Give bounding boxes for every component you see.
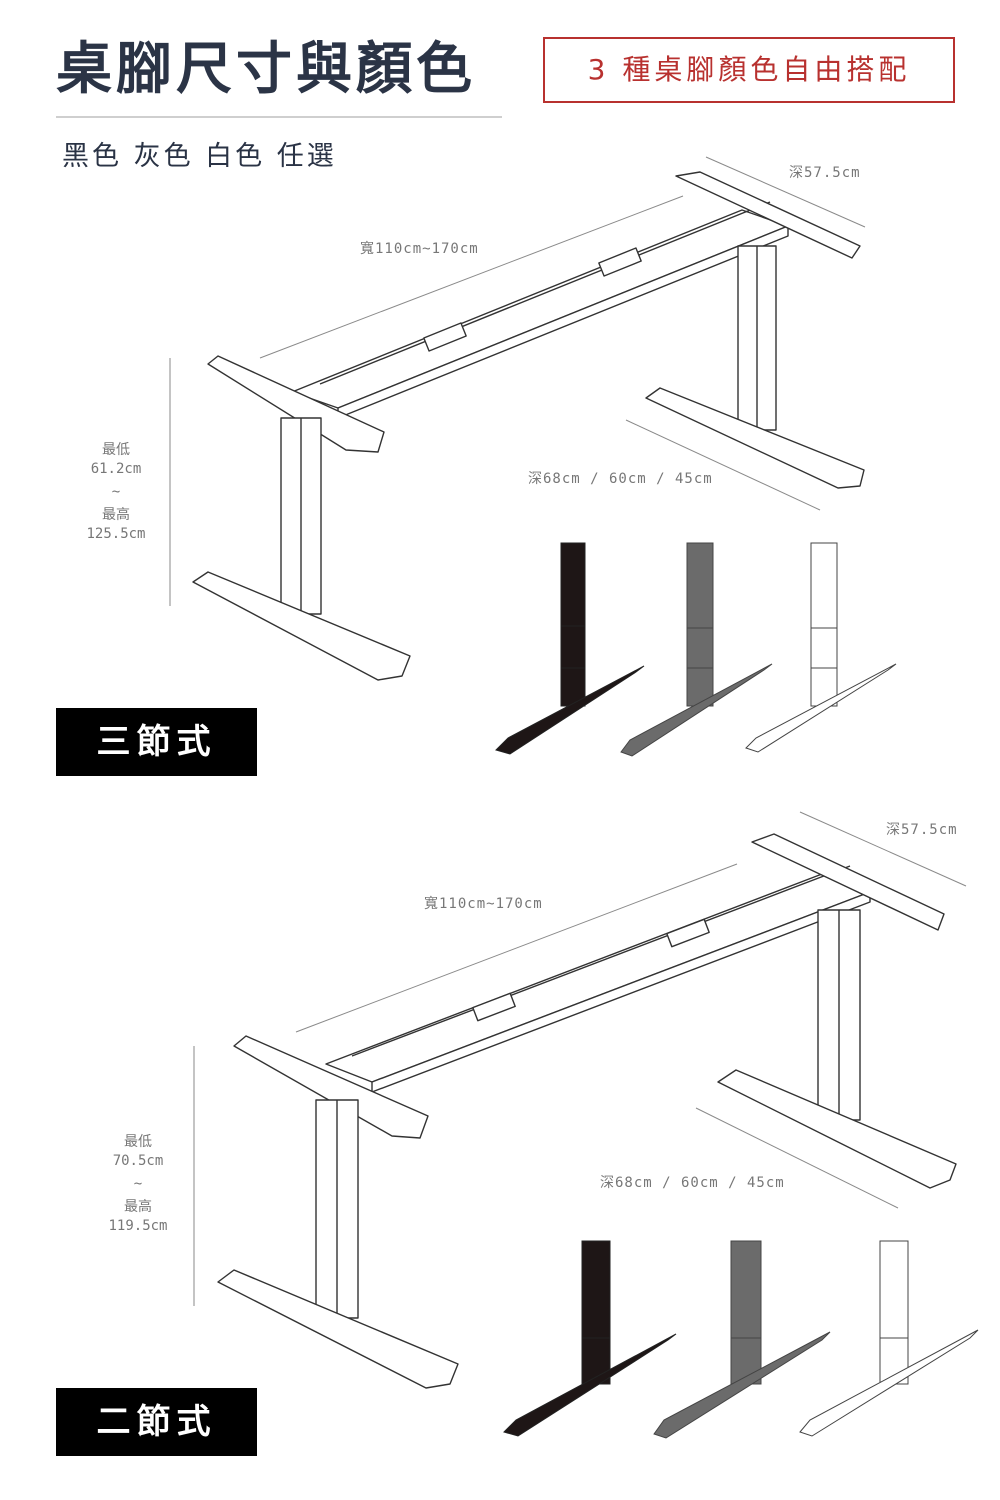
- two-stage-frame-illustration: [193, 811, 979, 1439]
- depth-top-label: 深57.5cm: [886, 822, 958, 838]
- height-range: 最低 70.5cm ~ 最高 119.5cm: [98, 1133, 178, 1236]
- height-min-value: 61.2cm: [90, 461, 142, 477]
- color-options-badge: 3 種桌腳顏色自由搭配: [543, 37, 955, 103]
- height-range: 最低 61.2cm ~ 最高 125.5cm: [76, 441, 156, 544]
- depth-top-label: 深57.5cm: [789, 165, 861, 181]
- depth-bottom-label: 深68cm / 60cm / 45cm: [528, 471, 713, 487]
- three-stage-frame-illustration: [169, 156, 897, 757]
- two-stage-tag: 二節式: [56, 1388, 257, 1456]
- height-max-value: 125.5cm: [86, 526, 146, 542]
- title-divider: [56, 116, 502, 118]
- color-subtitle: 黑色 灰色 白色 任選: [62, 141, 337, 172]
- depth-bottom-label: 深68cm / 60cm / 45cm: [600, 1175, 785, 1191]
- height-max-label: 最高: [124, 1199, 152, 1215]
- height-min-value: 70.5cm: [112, 1153, 164, 1169]
- height-min-label: 最低: [124, 1134, 152, 1150]
- three-stage-tag: 三節式: [56, 708, 257, 776]
- height-min-label: 最低: [102, 442, 130, 458]
- height-max-value: 119.5cm: [108, 1218, 168, 1234]
- page-title: 桌腳尺寸與顏色: [56, 37, 476, 102]
- height-max-label: 最高: [102, 507, 130, 523]
- height-separator: ~: [111, 484, 121, 500]
- height-separator: ~: [133, 1176, 143, 1192]
- width-label: 寬110cm~170cm: [360, 241, 479, 257]
- width-label: 寬110cm~170cm: [424, 896, 543, 912]
